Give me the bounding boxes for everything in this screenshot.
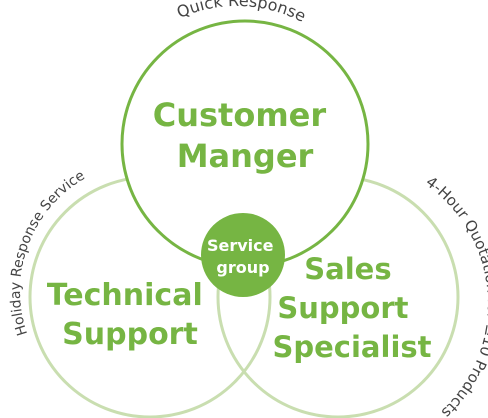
customer-manager-line-2: Manger (177, 137, 314, 175)
technical-support-label: Technical Support (47, 278, 213, 352)
sales-support-line-3: Specialist (272, 330, 431, 364)
technical-support-line-2: Support (62, 317, 198, 352)
customer-manager-label: Customer Manger (153, 96, 338, 175)
service-group-line-1: Service (207, 236, 274, 255)
quotation-label: 4-Hour Quotation for ≤10 Products (423, 173, 488, 418)
sales-support-line-2: Support (277, 291, 408, 325)
customer-manager-line-1: Customer (153, 96, 327, 134)
technical-support-line-1: Technical (47, 278, 203, 313)
service-group-label: Service group (207, 236, 279, 277)
service-group-hub (201, 213, 285, 297)
sales-support-line-1: Sales (304, 252, 391, 286)
service-group-line-2: group (216, 258, 269, 277)
sales-support-label: Sales Support Specialist (272, 252, 431, 364)
quotation-text: 4-Hour Quotation for ≤10 Products (423, 173, 488, 418)
